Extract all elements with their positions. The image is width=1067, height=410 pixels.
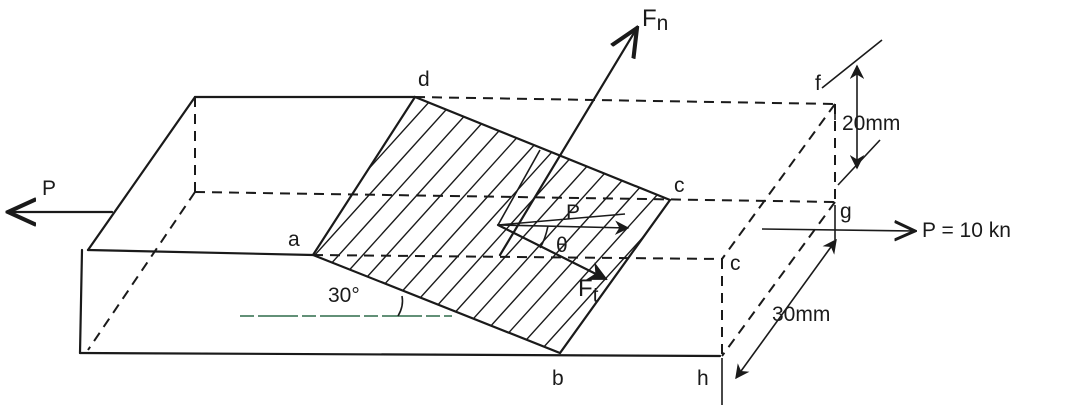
inner-reference-line bbox=[497, 213, 626, 226]
label-dim-30mm: 30mm bbox=[772, 303, 830, 326]
right-p-arrow bbox=[761, 229, 915, 231]
hatch-line bbox=[313, 97, 531, 353]
hatch-line bbox=[313, 97, 315, 353]
tangential-force-arrow bbox=[496, 223, 608, 281]
label-point-f: f bbox=[815, 72, 821, 95]
hatch-line bbox=[313, 97, 483, 353]
hatch-line bbox=[1018, 70, 1067, 380]
label-point-g: g bbox=[840, 200, 852, 223]
theta-arc bbox=[539, 225, 549, 249]
label-point-d: d bbox=[418, 68, 430, 91]
hatch-line bbox=[778, 70, 1058, 380]
hatch-line bbox=[313, 97, 579, 353]
label-p-inner: P bbox=[566, 201, 580, 224]
label-point-a: a bbox=[288, 228, 300, 251]
inclined-plane-hatch bbox=[0, 70, 1067, 380]
hatch-line bbox=[313, 97, 507, 353]
inclined-plane-outline bbox=[311, 95, 672, 355]
normal-force-arrow bbox=[498, 28, 637, 257]
label-dim-20mm: 20mm bbox=[842, 112, 900, 135]
force-origin-line bbox=[497, 149, 541, 226]
label-point-h: h bbox=[697, 367, 709, 390]
hatch-line bbox=[441, 97, 670, 353]
angle-30-arc bbox=[397, 295, 404, 317]
hatch-line bbox=[0, 70, 194, 380]
label-point-c-side: c bbox=[730, 252, 741, 275]
hatch-line bbox=[489, 97, 670, 353]
label-point-c-top: c bbox=[674, 174, 685, 197]
hatch-line bbox=[537, 97, 670, 353]
hatch-line bbox=[393, 97, 670, 353]
label-force-tangential: Ft bbox=[578, 275, 599, 307]
inner-p-arrow bbox=[497, 220, 630, 235]
hatch-line bbox=[682, 70, 962, 380]
label-p-right: P = 10 kn bbox=[922, 219, 1011, 242]
label-point-b: b bbox=[552, 367, 564, 390]
hatch-line bbox=[561, 97, 670, 353]
box-solid-edges bbox=[78, 95, 722, 358]
label-p-left: P bbox=[42, 177, 56, 200]
hatch-line bbox=[0, 70, 170, 380]
hatch-line bbox=[0, 70, 266, 380]
label-force-normal: Fn bbox=[642, 5, 668, 35]
hatch-line bbox=[585, 97, 670, 353]
label-angle-30: 30° bbox=[328, 284, 360, 307]
hatch-line bbox=[465, 97, 670, 353]
hatch-line bbox=[0, 70, 218, 380]
dimension-30mm bbox=[721, 205, 837, 405]
hatch-line bbox=[0, 70, 242, 380]
hatch-line bbox=[10, 70, 290, 380]
hatch-line bbox=[417, 97, 670, 353]
hatch-line bbox=[513, 97, 670, 353]
dimension-20mm bbox=[821, 39, 883, 186]
hatch-line bbox=[1042, 70, 1067, 380]
label-theta: θ bbox=[556, 234, 568, 257]
hatch-line bbox=[313, 97, 387, 353]
hatch-line bbox=[313, 97, 363, 353]
hatch-line bbox=[313, 97, 459, 353]
